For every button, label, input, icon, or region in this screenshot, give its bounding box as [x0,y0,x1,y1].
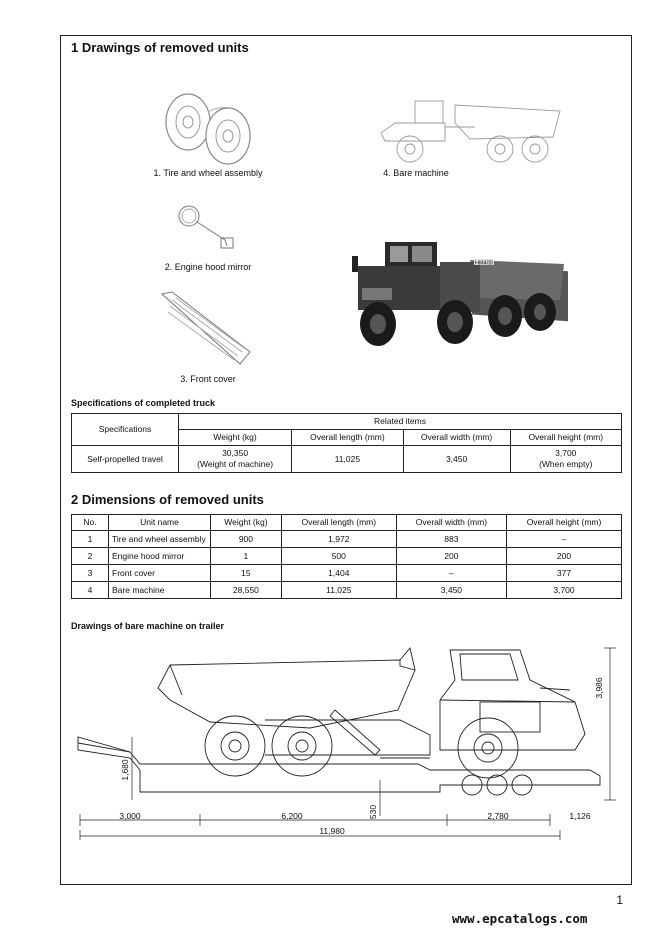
table-row: 2 Engine hood mirror 1 500 200 200 [71,547,622,565]
cell: 377 [506,564,622,582]
cell: – [506,530,622,548]
dim-header-length: Overall length (mm) [280,514,397,531]
dim-front-length: 2,780 [487,811,509,821]
dimensions-table: No. Unit name Weight (kg) Overall length… [71,514,622,599]
cell: 1 [71,530,109,548]
cell: Bare machine [108,581,211,599]
caption-bare-machine: 4. Bare machine [383,168,449,178]
col-width: Overall width (mm) [402,429,511,446]
cell: 11,025 [280,581,397,599]
dim-header-width: Overall width (mm) [395,514,508,531]
cell: 200 [506,547,622,565]
cell: 3 [71,564,109,582]
page-frame [60,35,632,885]
table-row: 4 Bare machine 28,550 11,025 3,450 3,700 [71,581,622,599]
cell: Front cover [108,564,211,582]
truck-badge: HM400 [475,261,493,267]
caption-mirror: 2. Engine hood mirror [164,262,252,272]
bare-machine-drawing [380,100,561,163]
related-items-header: Related items [178,413,622,430]
cell: 15 [210,564,282,582]
spec-table: Specifications Related items Weight (kg)… [71,413,623,473]
cell: 4 [71,581,109,599]
caption-front-cover: 3. Front cover [180,374,236,384]
cell: 3,700 [506,581,622,599]
cell: 3,450 [395,581,508,599]
dim-header-unit: Unit name [108,514,211,531]
weight-cell: 30,350(Weight of machine) [177,445,293,473]
width-cell: 3,450 [402,445,511,473]
dim-gap: 530 [368,805,378,819]
dim-header-no: No. [71,514,109,531]
row-label: Self-propelled travel [71,445,179,473]
cell: 1,972 [280,530,397,548]
dim-deck-height: 1,680 [120,759,130,781]
table-row: 3 Front cover 15 1,404 – 377 [71,564,622,582]
col-length: Overall length (mm) [291,429,404,446]
cell: 2 [71,547,109,565]
trailer-drawing: 3,000 6,200 2,780 1,126 11,980 3,986 1,6… [77,647,616,840]
cell: 1 [210,547,282,565]
dim-overhang: 1,126 [569,811,591,821]
dim-header-height: Overall height (mm) [506,514,622,531]
trailer-drawing-title: Drawings of bare machine on trailer [71,621,225,631]
caption-tire: 1. Tire and wheel assembly [153,168,263,178]
dim-height-total: 3,986 [594,677,604,699]
engine-hood-mirror-drawing [178,205,234,249]
height-cell: 3,700(When empty) [509,445,623,473]
page-number: 1 [616,893,623,907]
section1-title: 1 Drawings of removed units [71,40,249,55]
watermark: www.epcatalogs.com [452,911,588,926]
cell: Engine hood mirror [108,547,211,565]
cell: 1,404 [280,564,397,582]
cell: – [395,564,508,582]
col-height: Overall height (mm) [509,429,623,446]
front-cover-drawing [160,291,251,365]
cell: 883 [395,530,508,548]
col-weight: Weight (kg) [177,429,293,446]
completed-truck-photo: HM400 [352,242,568,346]
dim-mid: 6,200 [281,811,303,821]
tire-wheel-drawing [165,93,251,165]
cell: 500 [280,547,397,565]
cell: Tire and wheel assembly [108,530,211,548]
length-cell: 11,025 [291,445,404,473]
spec-header: Specifications [71,413,179,446]
cell: 900 [210,530,282,548]
dim-total: 11,980 [319,826,345,836]
spec-table-title: Specifications of completed truck [71,398,216,408]
cell: 200 [395,547,508,565]
dim-header-weight: Weight (kg) [210,514,282,531]
table-row: 1 Tire and wheel assembly 900 1,972 883 … [71,530,622,548]
section2-title: 2 Dimensions of removed units [71,492,264,507]
dim-rear: 3,000 [119,811,141,821]
cell: 28,550 [210,581,282,599]
